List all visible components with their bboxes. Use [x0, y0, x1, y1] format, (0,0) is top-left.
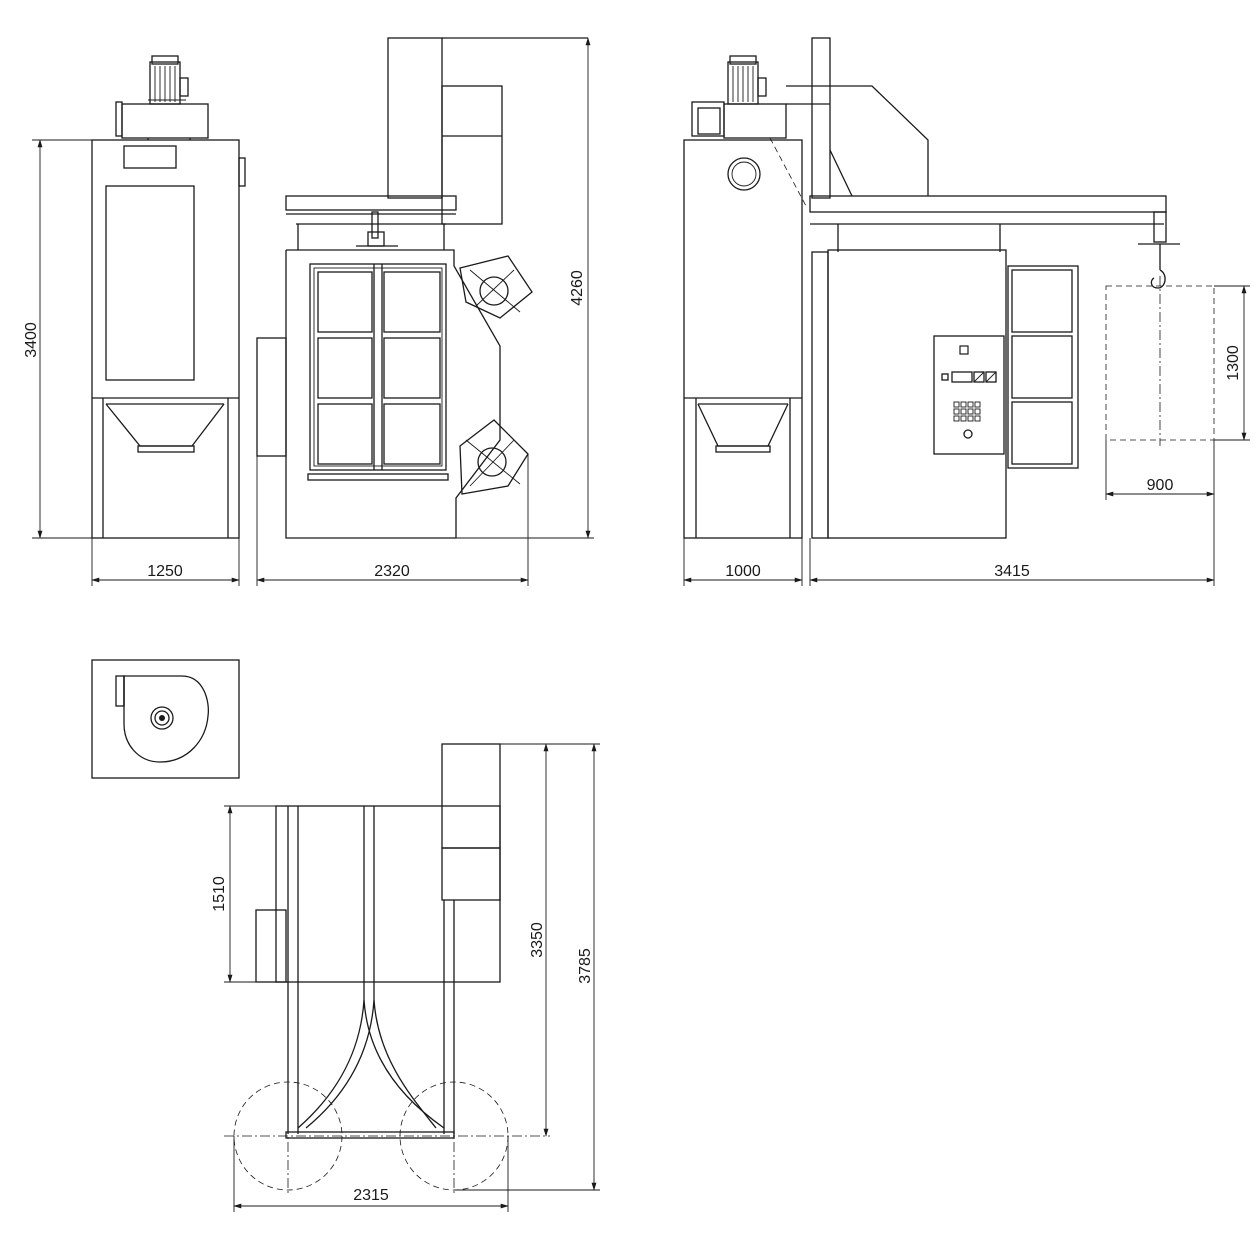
plan-view [224, 743, 550, 1196]
dim-plan-rail-length: 3350 [500, 743, 552, 1137]
dim-label-hook-width: 900 [1147, 477, 1174, 494]
dim-front-height: 3400 [23, 139, 92, 539]
dim-side-cabinet-width: 1000 [683, 538, 803, 586]
plan-fan [91, 659, 240, 779]
dim-side-machine-width: 3415 [809, 538, 1215, 586]
dim-label-plan-width: 2315 [353, 1187, 389, 1204]
control-keypad [953, 401, 981, 422]
dim-side-hook-width: 900 [1105, 440, 1215, 586]
dim-label-plan-total-length: 3785 [577, 948, 594, 984]
dim-label-plan-depth: 1510 [211, 876, 228, 912]
dim-label-front-total-height: 4260 [569, 270, 586, 306]
dim-front-cabinet-width: 1250 [91, 538, 240, 586]
dim-label-front-cabinet-width: 1250 [147, 563, 183, 580]
dim-label-front-machine-width: 2320 [374, 563, 410, 580]
dim-plan-width: 2315 [233, 1136, 509, 1212]
dim-label-hook-height: 1300 [1225, 345, 1242, 381]
dim-label-side-cabinet-width: 1000 [725, 563, 761, 580]
front-view-blast-machine [256, 37, 588, 539]
dim-front-total-height: 4260 [456, 37, 594, 539]
front-view-dust-collector [91, 55, 246, 539]
motor-fins [154, 66, 176, 102]
dim-side-hook-height: 1300 [1214, 285, 1250, 441]
dim-label-plan-rail-length: 3350 [529, 922, 546, 958]
dim-front-machine-width: 2320 [256, 454, 529, 586]
side-view [683, 37, 1215, 539]
dim-plan-depth: 1510 [211, 805, 276, 983]
dim-label-side-machine-width: 3415 [994, 563, 1030, 580]
dim-label-front-height: 3400 [23, 322, 40, 358]
dim-plan-total-length: 3785 [454, 743, 600, 1191]
